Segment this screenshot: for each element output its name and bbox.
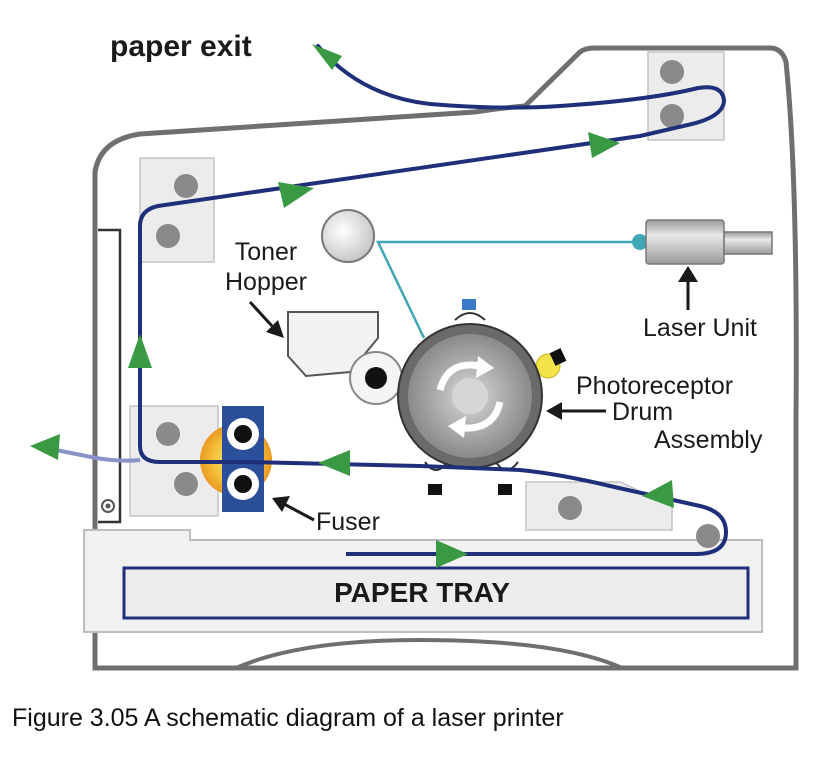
paper-exit-label: paper exit bbox=[110, 30, 252, 63]
fuser-label: Fuser bbox=[316, 508, 380, 536]
roller bbox=[660, 104, 684, 128]
drum-label-line2: Drum bbox=[612, 398, 673, 426]
side-door bbox=[98, 228, 122, 524]
fuser-arrowhead bbox=[272, 496, 290, 512]
paper-tray-label: PAPER TRAY bbox=[334, 577, 510, 608]
direction-arrow-icon bbox=[128, 334, 152, 368]
mirror-roller bbox=[321, 209, 375, 263]
direction-arrow-icon bbox=[278, 182, 314, 208]
direction-arrow-icon bbox=[318, 450, 350, 476]
roller bbox=[156, 422, 180, 446]
roller bbox=[696, 524, 720, 548]
rotation-arrow-icon bbox=[461, 401, 504, 432]
toner-label-line1: Toner bbox=[235, 238, 298, 266]
fuser-roller-top-core bbox=[234, 425, 252, 443]
drum-label-line3: Assembly bbox=[654, 426, 763, 454]
toner-arrowhead bbox=[266, 320, 284, 338]
roller bbox=[174, 472, 198, 496]
laser-unit-arrowhead bbox=[678, 266, 698, 282]
roller bbox=[156, 224, 180, 248]
paper-path bbox=[55, 44, 728, 556]
fuser-pointer bbox=[283, 502, 315, 522]
roller bbox=[558, 496, 582, 520]
laser-beam bbox=[376, 240, 638, 339]
drum-arrowhead bbox=[546, 402, 562, 420]
roller-bracket-top-left bbox=[139, 157, 215, 263]
drum-hub bbox=[452, 378, 488, 414]
roller bbox=[174, 174, 198, 198]
drum-clip-top bbox=[454, 299, 486, 321]
drum-label-line1: Photoreceptor bbox=[576, 372, 733, 400]
developer-roller-core bbox=[365, 367, 387, 389]
figure-caption: Figure 3.05 A schematic diagram of a las… bbox=[12, 704, 564, 732]
toner-pointer bbox=[248, 300, 274, 328]
direction-arrow-icon bbox=[436, 540, 468, 568]
housing-base-notch bbox=[235, 637, 623, 670]
door-latch-dot bbox=[105, 503, 111, 509]
direction-arrow-icon bbox=[642, 480, 674, 508]
roller-bracket-tray bbox=[525, 481, 673, 531]
charge-lamp-cap bbox=[549, 348, 567, 366]
direction-arrow-icon bbox=[588, 132, 620, 158]
direction-arrow-icon bbox=[30, 434, 60, 460]
rotation-arrow-icon bbox=[436, 361, 481, 392]
roller bbox=[660, 60, 684, 84]
laser-unit-label: Laser Unit bbox=[643, 314, 757, 342]
rotation-arrowhead-icon bbox=[476, 356, 494, 378]
laser-unit bbox=[632, 219, 773, 265]
toner-label-line2: Hopper bbox=[225, 268, 307, 296]
direction-arrow-icon bbox=[312, 44, 342, 70]
fuser-roller-bottom-core bbox=[234, 475, 252, 493]
rotation-arrowhead-icon bbox=[448, 416, 466, 438]
